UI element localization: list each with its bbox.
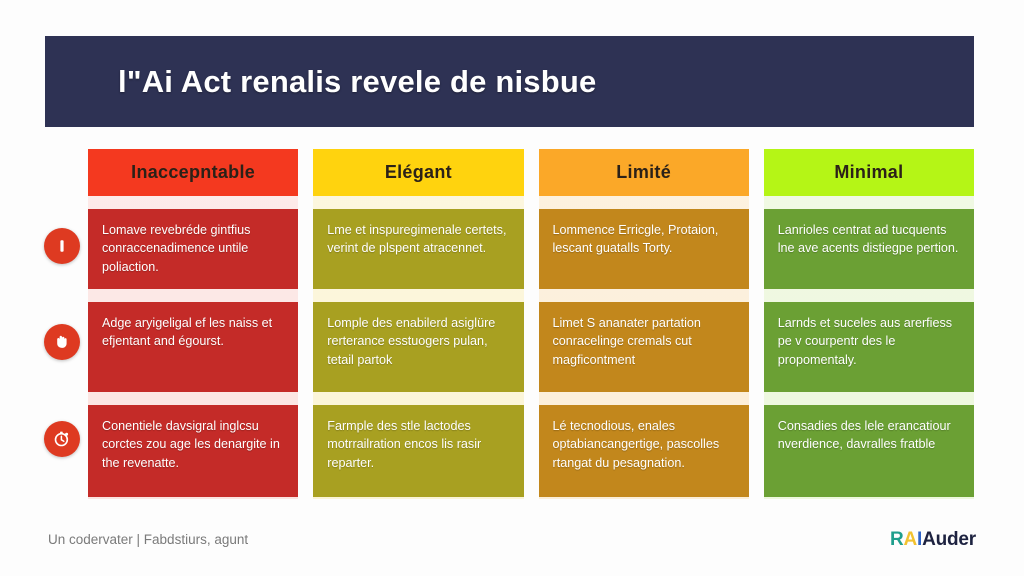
matrix-cell[interactable]: Lomple des enabilerd asiglüre rerterance… [313,302,524,392]
raised-hand-icon [44,324,80,360]
column-footer-space [764,497,974,499]
matrix-cell[interactable]: Farmple des stle lactodes motrrailration… [313,405,524,497]
matrix-cell[interactable]: Lé tecnodious, enales optabiancangertige… [538,405,749,497]
title-banner: l"Ai Act renalis revele de nisbue [45,36,974,127]
row-gap [764,289,974,302]
column-footer-space [88,497,298,499]
matrix-column-inaccepntable: Inaccepntable Lomave revebréde gintfius … [88,149,299,499]
column-header-4[interactable]: Minimal [763,149,974,196]
column-footer-space [313,497,523,499]
logo-wordmark: Auder [922,529,976,550]
row-gap [88,289,298,302]
matrix-column-limite: Limité Lommence Erricgle, Protaion, lesc… [538,149,749,499]
matrix-cell[interactable]: Limet S ananater partation conracelinge … [538,302,749,392]
matrix-column-minimal: Minimal Lanrioles centrat ad tucquents l… [763,149,974,499]
row-gap [539,392,749,405]
row-gap [539,289,749,302]
column-header-3[interactable]: Limité [538,149,749,196]
column-header-2[interactable]: Elégant [313,149,524,196]
page-title: l"Ai Act renalis revele de nisbue [118,63,597,99]
header-gap [539,196,749,209]
header-gap [313,196,523,209]
stopwatch-icon [44,421,80,457]
matrix-cell[interactable]: Larnds et suceles aus arerfiess pe v cou… [763,302,974,392]
logo-letter-r: R [889,529,904,550]
brand-logo: RAIAuder [890,529,976,551]
risk-matrix: Inaccepntable Lomave revebréde gintfius … [88,149,974,499]
row-icon-column [44,149,84,499]
header-gap [764,196,974,209]
matrix-cell[interactable]: Lanrioles centrat ad tucquents lne ave a… [763,209,974,289]
matrix-cell[interactable]: Conentiele davsigral inglcsu corctes zou… [88,405,299,497]
matrix-column-elegant: Elégant Lme et inspuregimenale certets, … [313,149,524,499]
matrix-cell[interactable]: Consadies des lele erancatiour nverdienc… [763,405,974,497]
header-gap [88,196,298,209]
logo-letter-a: A [903,529,917,550]
matrix-cell[interactable]: Adge aryigeligal ef les naiss et efjenta… [88,302,299,392]
matrix-cell[interactable]: Lomave revebréde gintfius conraccenadime… [88,209,299,289]
row-gap [313,392,523,405]
column-footer-space [539,497,749,499]
row-gap [764,392,974,405]
logo-letter-i: I [917,529,923,550]
matrix-cell[interactable]: Lme et inspuregimenale certets, verint d… [313,209,524,289]
footer-note: Un codervater | Fabdstiurs, agunt [48,532,249,547]
matrix-cell[interactable]: Lommence Erricgle, Protaion, lescant gua… [538,209,749,289]
column-header-1[interactable]: Inaccepntable [88,149,299,196]
row-gap [88,392,298,405]
row-gap [313,289,523,302]
info-bar-icon [44,228,80,264]
